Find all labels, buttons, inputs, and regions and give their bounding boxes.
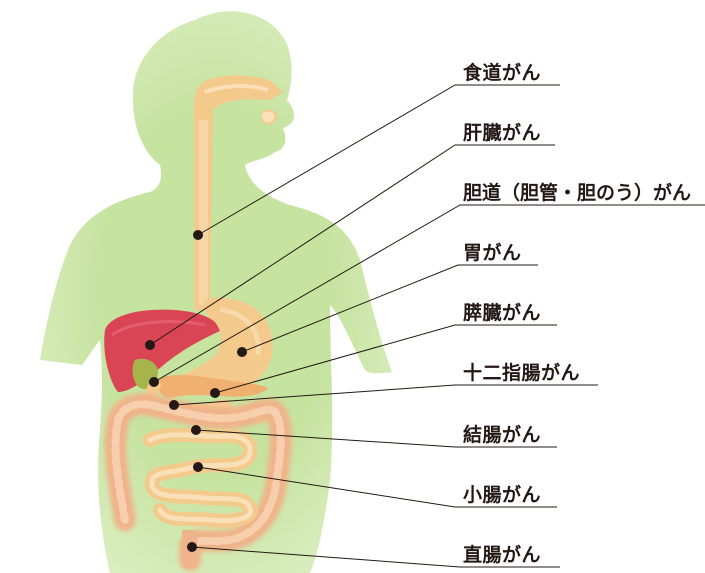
marker-dot-stomach bbox=[237, 347, 247, 357]
label-liver-cancer: 肝臓がん bbox=[463, 118, 541, 145]
marker-dot-pancreas bbox=[210, 388, 220, 398]
marker-dot-small-intestine bbox=[193, 462, 203, 472]
marker-dot-duodenum bbox=[169, 400, 179, 410]
label-rectum-cancer: 直腸がん bbox=[463, 540, 541, 567]
marker-dot-esophagus bbox=[193, 230, 203, 240]
marker-dot-liver bbox=[145, 340, 155, 350]
label-bile-duct-cancer: 胆道（胆管・胆のう）がん bbox=[463, 178, 691, 205]
marker-dot-bile-duct bbox=[149, 377, 159, 387]
label-small-intestine-cancer: 小腸がん bbox=[463, 480, 541, 507]
label-colon-cancer: 結腸がん bbox=[463, 420, 541, 447]
label-esophagus-cancer: 食道がん bbox=[463, 58, 541, 85]
label-pancreas-cancer: 膵臓がん bbox=[463, 298, 541, 325]
label-stomach-cancer: 胃がん bbox=[463, 238, 522, 265]
marker-dot-colon bbox=[191, 425, 201, 435]
marker-dot-rectum bbox=[187, 542, 197, 552]
label-duodenum-cancer: 十二指腸がん bbox=[463, 358, 580, 385]
